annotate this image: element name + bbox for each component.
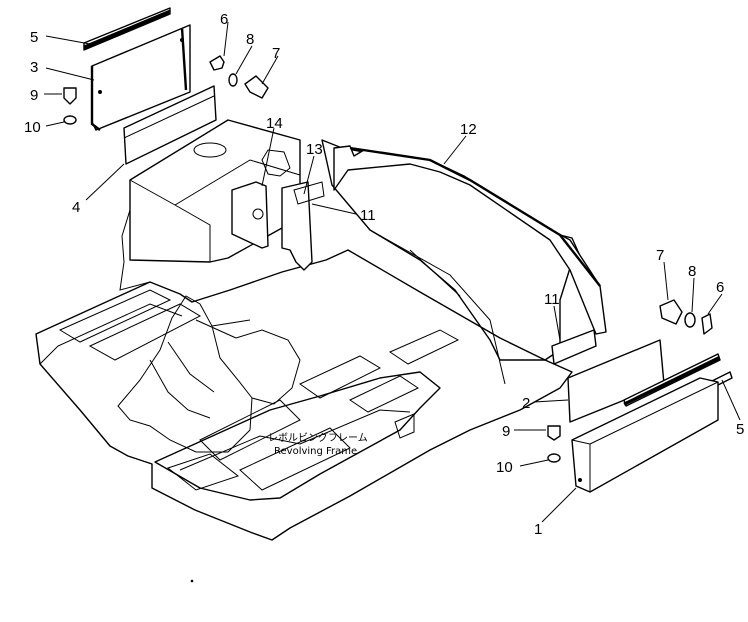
callout-5: 5: [30, 29, 38, 46]
callout-4: 4: [72, 199, 80, 216]
callout-7: 7: [656, 247, 664, 264]
callout-7: 7: [272, 45, 280, 62]
part-3-upper-plate: [90, 24, 191, 131]
callout-3: 3: [30, 59, 38, 76]
callout-10: 10: [496, 459, 513, 476]
part-13-bracket: [281, 181, 325, 271]
part-4-upper-inner-plate: [123, 85, 217, 165]
callout-1: 1: [534, 521, 542, 538]
caption-english: Revolving Frame: [274, 446, 357, 457]
callout-6: 6: [716, 279, 724, 296]
callout-11: 11: [360, 207, 376, 224]
callout-8: 8: [246, 31, 254, 48]
part-5-upper-strip: [83, 7, 171, 51]
callout-9: 9: [502, 423, 510, 440]
callout-13: 13: [306, 141, 323, 158]
callout-14: 14: [266, 115, 283, 132]
callout-6: 6: [220, 11, 228, 28]
callout-5: 5: [736, 421, 744, 438]
callout-2: 2: [522, 395, 530, 412]
part-11-pad: [551, 329, 597, 365]
callout-11: 11: [544, 291, 560, 308]
frame-caption: レボルビングフレーム Revolving Frame: [268, 431, 368, 457]
callout-12: 12: [460, 121, 477, 138]
part-14-bracket: [231, 149, 291, 249]
stray-dot: [190, 579, 194, 583]
callout-labels: 5 3 6 8 7 9 10 4 14 13 12 11 11 7 8 6 2 …: [24, 11, 744, 538]
hardware-lower-group: [547, 299, 713, 463]
callout-9: 9: [30, 87, 38, 104]
callout-8: 8: [688, 263, 696, 280]
part-12-large-panel: [333, 145, 607, 335]
part-1-lower-plate: [571, 377, 719, 493]
hardware-upper-group: [63, 55, 269, 125]
leader-lines: [44, 21, 741, 523]
revolving-frame: [35, 119, 581, 541]
caption-japanese: レボルビングフレーム: [268, 431, 368, 444]
callout-10: 10: [24, 119, 41, 136]
